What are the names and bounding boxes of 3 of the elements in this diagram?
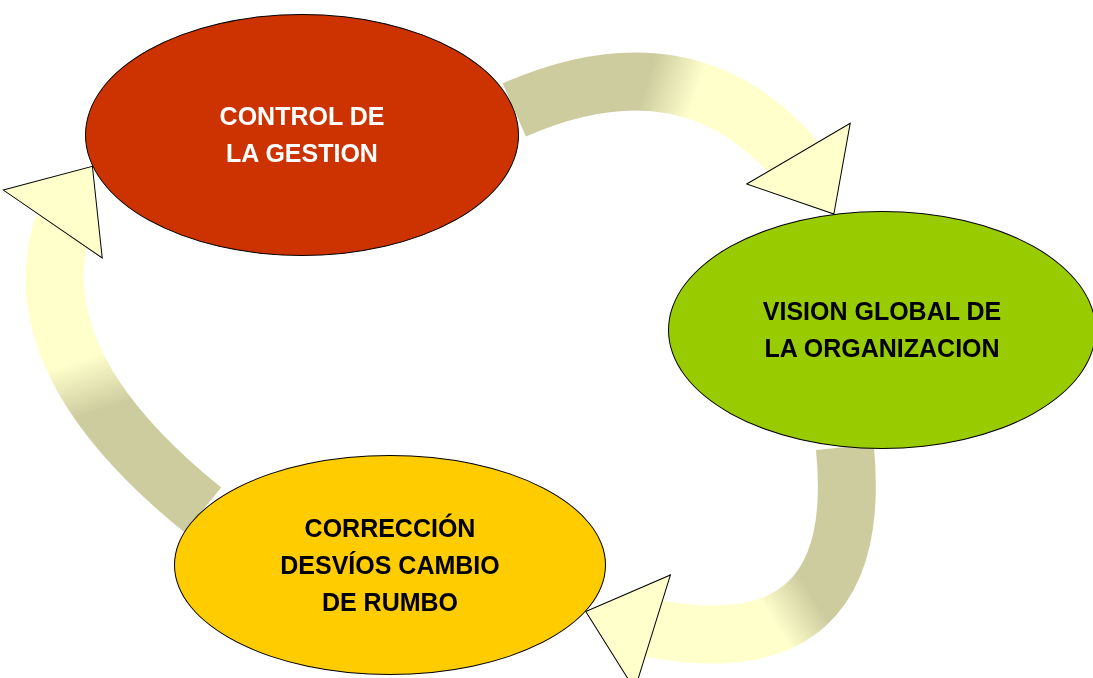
node-label: CORRECCIÓN DESVÍOS CAMBIO DE RUMBO — [279, 512, 501, 618]
node-label: VISION GLOBAL DE LA ORGANIZACION — [761, 296, 1003, 364]
node-label: CONTROL DE LA GESTION — [218, 101, 386, 169]
